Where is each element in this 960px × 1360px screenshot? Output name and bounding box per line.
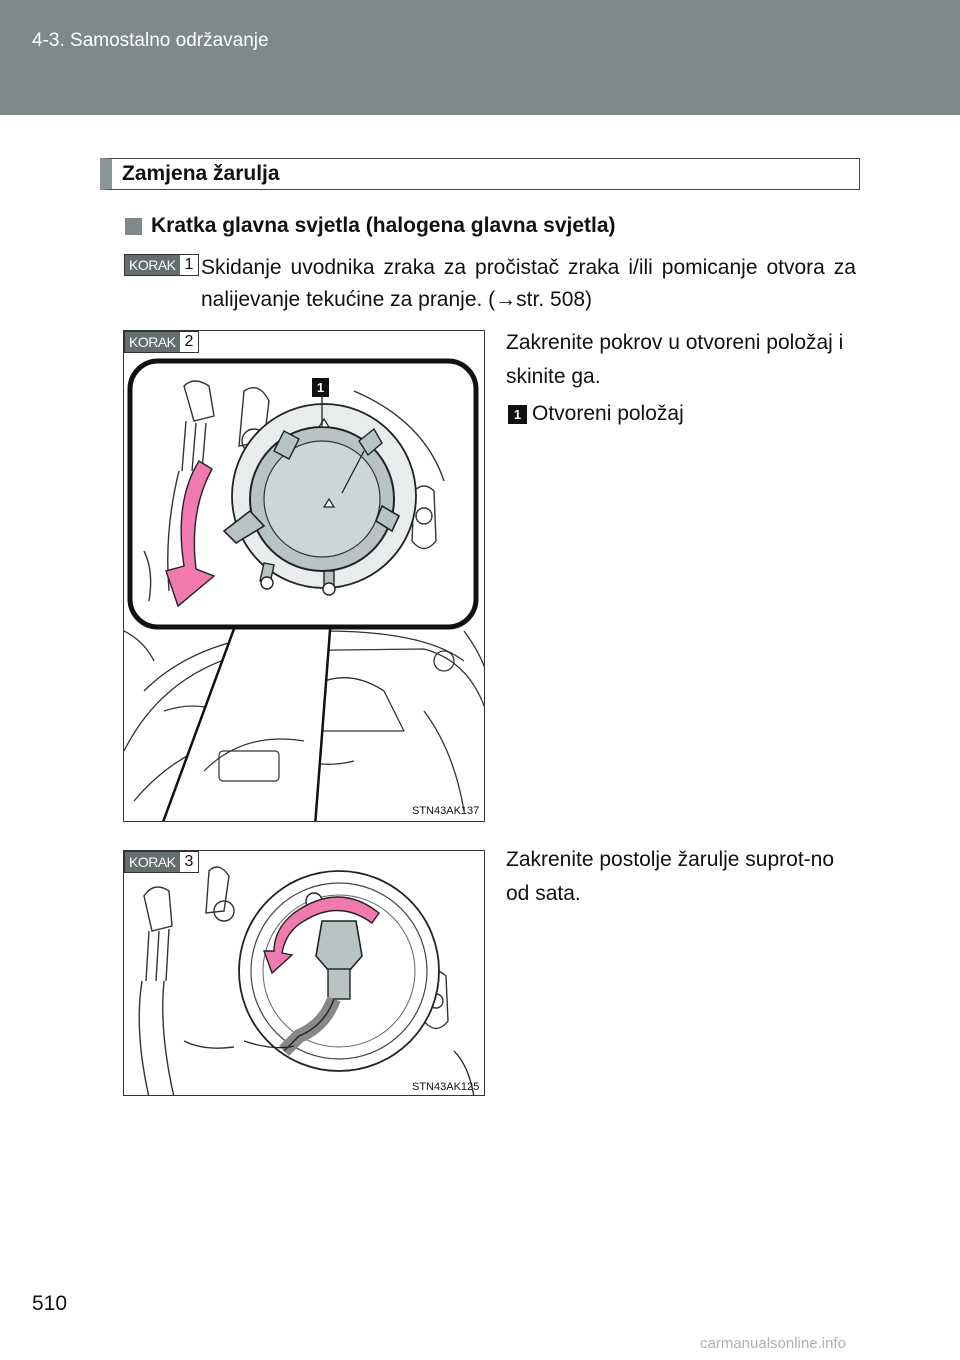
section-label: 4-3. Samostalno održavanje <box>32 30 269 51</box>
callout-number: 1 <box>508 404 527 424</box>
korak-badge-1: KORAK 1 <box>124 254 200 276</box>
watermark: carmanualsonline.info <box>700 1335 846 1352</box>
korak-word: KORAK <box>125 852 180 872</box>
korak-word: KORAK <box>125 255 180 275</box>
subheading-text: Kratka glavna svjetla (halogena glavna s… <box>151 214 616 237</box>
step-2-text: Zakrenite pokrov u otvoreni položaj i sk… <box>506 331 844 388</box>
header-band: 4-3. Samostalno održavanje <box>0 0 960 115</box>
korak-number: 2 <box>179 332 199 352</box>
headlight-cover-illustration: 1 <box>124 358 484 821</box>
square-bullet-icon <box>125 217 142 235</box>
svg-text:1: 1 <box>317 380 324 395</box>
korak-number: 3 <box>179 852 199 872</box>
section-title: Zamjena žarulja <box>122 162 280 185</box>
figure-step-2: 1 KORAK 2 STN43AK137 <box>123 330 485 822</box>
korak-badge-3: KORAK 3 <box>124 851 200 873</box>
step-3-text: Zakrenite postolje žarulje suprot-no od … <box>506 848 835 905</box>
figure-code: STN43AK125 <box>412 1081 480 1093</box>
korak-number: 1 <box>179 255 199 275</box>
figure-code: STN43AK137 <box>412 805 480 817</box>
callout-1: 1 Otvoreni položaj <box>508 402 684 426</box>
figure-step-3: KORAK 3 STN43AK125 <box>123 850 485 1096</box>
korak-word: KORAK <box>125 332 180 352</box>
subheading: Kratka glavna svjetla (halogena glavna s… <box>125 214 616 238</box>
bulb-base-illustration <box>138 866 475 1095</box>
callout-text: Otvoreni položaj <box>532 402 684 425</box>
section-title-box: Zamjena žarulja <box>100 158 860 190</box>
page-number: 510 <box>32 1292 68 1315</box>
korak-badge-2: KORAK 2 <box>124 331 200 353</box>
step-1-text: Skidanje uvodnika zraka za pročistač zra… <box>201 256 856 311</box>
